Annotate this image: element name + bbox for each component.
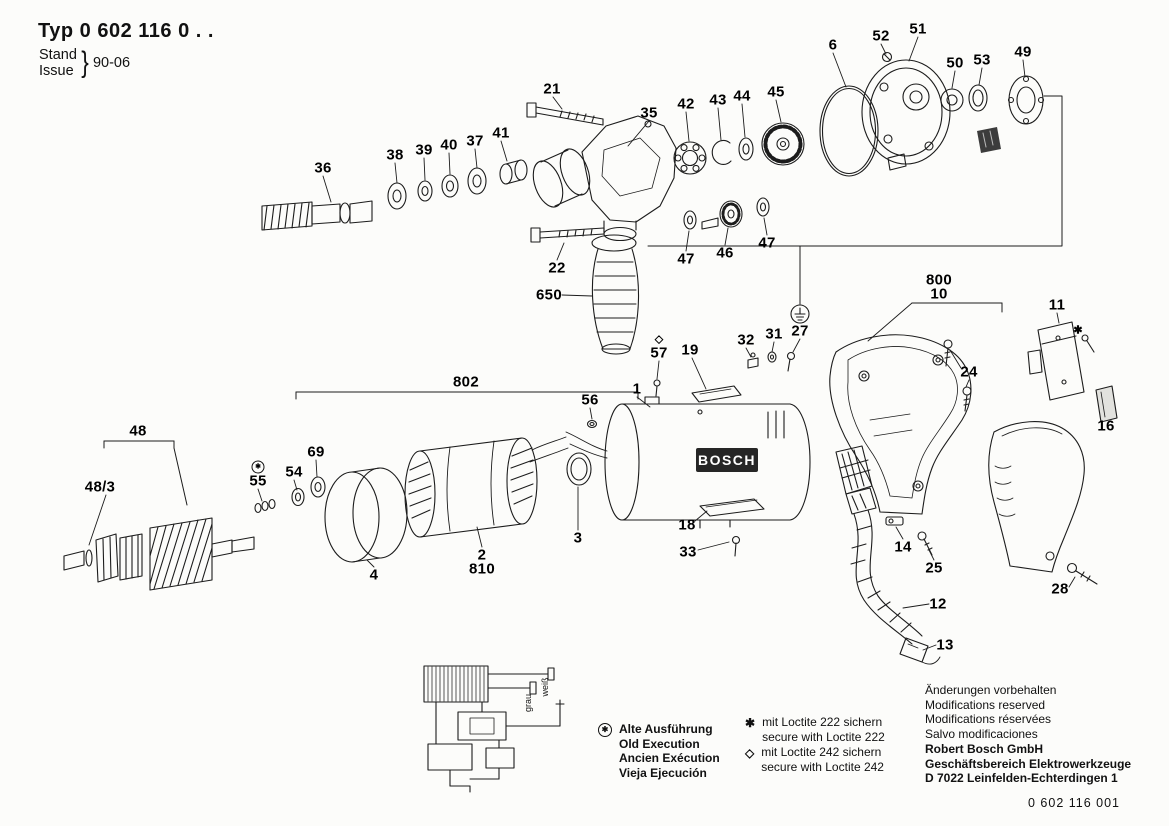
legend-line: secure with Loctite 242 [761,759,884,774]
company-line: Geschäftsbereich Elektrowerkzeuge [925,756,1132,771]
snap-ring-43 [711,139,732,165]
screw-22 [530,227,605,243]
gear-45 [761,122,805,166]
brace-glyph: } [81,46,89,79]
plate-19 [691,385,742,403]
note-line: Modifications reserved [925,697,1046,712]
screw-28 [1066,562,1098,585]
document-number: 0 602 116 001 [1028,796,1121,810]
note-line: Änderungen vorbehalten [925,683,1057,697]
side-handle-650 [591,234,640,355]
ring-53 [968,84,988,112]
leader-lines [88,36,1107,651]
bearing-42 [673,141,707,175]
type-number: 0 602 116 0 . . [79,20,214,42]
diamond-icon: ◇ [745,746,755,760]
footer-notes: Änderungen vorbehalten Modifications res… [925,683,1131,786]
brush-block [977,127,1001,153]
washers-54-55-69 [254,476,326,514]
cable-sleeve-13 [899,637,941,665]
plate-18 [699,498,765,517]
washer-set-37-41 [387,159,528,210]
screw-33 [731,535,741,557]
gear-plate-51 [861,59,951,171]
company-line: D 7022 Leinfelden-Echterdingen 1 [925,771,1118,785]
handle-shell-left-800-10 [829,334,972,515]
washer-47-right [756,197,770,217]
washer-31 [767,351,777,363]
ground-symbol [790,304,810,324]
type-label: Typ [38,20,74,42]
ring-56 [586,419,598,429]
company-line: Robert Bosch GmbH [925,742,1044,756]
motor-housing-1: BOSCH [565,396,811,529]
flange-49 [1007,75,1045,125]
armature-48 [63,517,255,591]
handle-shell-right [988,421,1085,573]
pinion-46 [701,200,743,230]
legend-line: mit Loctite 222 sichern [762,715,883,729]
stator-2-810 [404,436,569,538]
issue-label: Issue [39,63,74,79]
legend-line: Vieja Ejecución [619,765,707,780]
screw-25 [917,531,933,556]
ring-3 [566,452,592,486]
stand-issue-block: Stand Issue } 90-06 [39,46,214,80]
screw-57 [653,379,661,397]
legend-loctite-242: ◇ mit Loctite 242 sichern secure with Lo… [745,745,884,774]
legend-loctite-222: ✱ mit Loctite 222 sichern secure with Lo… [745,715,885,744]
group-brackets [103,95,1063,506]
note-line: Salvo modificaciones [925,726,1038,741]
doc-header: Typ 0 602 116 0 . . Stand Issue } 90-06 [38,20,214,80]
star-icon: ✱ [745,716,756,730]
spindle-36 [261,200,373,231]
version-value: 90-06 [92,55,131,71]
clamp-14 [885,516,904,526]
note-line: Modifications réservées [925,712,1052,726]
stand-label: Stand [39,47,77,63]
screw-27 [786,351,796,372]
washer-47-left [683,210,697,230]
legend-old-execution: ✱ Alte Ausführung Old Execution Ancien E… [598,722,720,780]
screw-21 [526,102,604,126]
bosch-logo: BOSCH [698,452,756,468]
switch-11 [1027,321,1095,401]
legend-line: Ancien Exécution [619,751,720,765]
wiring-diagram [423,665,565,793]
legend-line: Old Execution [619,736,700,751]
ring-4 [324,467,408,563]
bracket-32 [747,352,759,369]
legend-line: secure with Loctite 222 [762,729,885,744]
screw-52 [881,51,893,63]
bearing-50 [940,88,964,112]
washer-44 [738,137,754,161]
legend-line: mit Loctite 242 sichern [761,745,882,759]
cover-16 [1095,385,1118,423]
screws-24 [943,339,972,412]
circle-star-icon: ✱ [598,723,612,737]
o-ring-6 [819,85,879,177]
cable-12 [835,445,923,645]
legend-line: Alte Ausführung [619,722,713,736]
gear-head-35 [532,115,677,242]
